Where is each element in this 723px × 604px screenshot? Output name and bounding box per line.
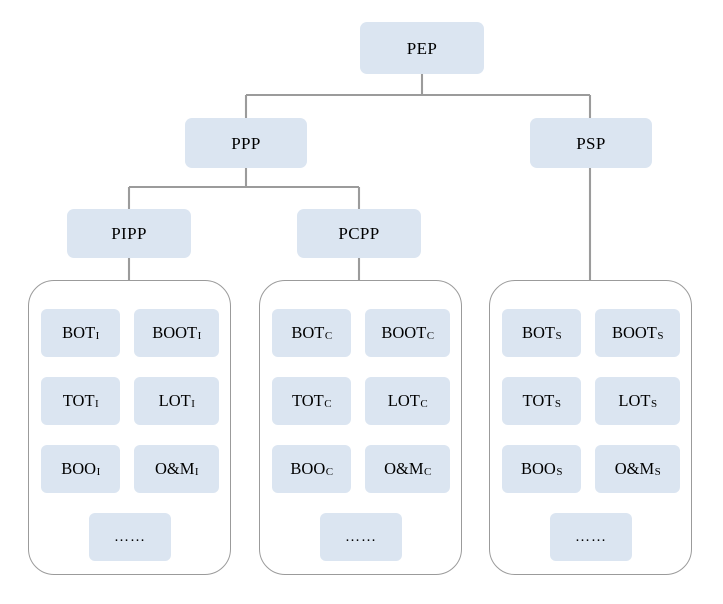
leaf-ellipsis-s-label: …… bbox=[575, 528, 607, 545]
leaf-lot-i-base: LOT bbox=[158, 390, 191, 410]
leaf-tot-c-sub: C bbox=[324, 397, 332, 410]
node-pcpp-label: PCPP bbox=[338, 224, 380, 243]
leaf-tot-i-sub: I bbox=[95, 397, 99, 410]
leaf-om-i-sub: I bbox=[194, 465, 199, 478]
leaf-ellipsis-i[interactable]: …… bbox=[89, 513, 171, 561]
leaf-om-s-base: O&M bbox=[614, 458, 655, 478]
leaf-lot-s-sub: S bbox=[650, 397, 658, 410]
leaf-om-c-sub: C bbox=[424, 465, 432, 478]
node-psp-label: PSP bbox=[576, 133, 606, 153]
leaf-boot-s-sub: S bbox=[657, 329, 664, 342]
leaf-boot-s-base: BOOT bbox=[611, 322, 657, 342]
leaf-lot-s-base: LOT bbox=[618, 390, 651, 410]
leaf-bot-c-sub: C bbox=[324, 329, 333, 342]
node-pep-label: PEP bbox=[406, 38, 438, 58]
leaf-boo-s-base: BOO bbox=[521, 458, 556, 478]
leaf-om-i-base: O&M bbox=[154, 458, 195, 478]
leaf-bot-s-base: BOT bbox=[521, 322, 555, 342]
leaf-lot-c-base: LOT bbox=[387, 390, 420, 410]
leaf-boo-i-base: BOO bbox=[61, 458, 97, 478]
leaf-ellipsis-c-label: …… bbox=[345, 528, 377, 545]
leaf-lot-i-sub: I bbox=[191, 397, 195, 410]
leaf-boot-i-base: BOOT bbox=[152, 322, 198, 342]
node-pcpp[interactable]: PCPP bbox=[297, 209, 421, 258]
leaf-tot-c-base: TOT bbox=[291, 390, 324, 410]
leaf-om-s-sub: S bbox=[654, 465, 661, 478]
leaf-ellipsis-i-label: …… bbox=[114, 528, 146, 545]
leaf-tot-s-sub: S bbox=[554, 397, 561, 410]
leaf-boo-i-sub: I bbox=[96, 465, 101, 478]
node-psp[interactable]: PSP bbox=[530, 118, 652, 168]
node-ppp[interactable]: PPP bbox=[185, 118, 307, 168]
leaf-tot-s-base: TOT bbox=[522, 390, 555, 410]
node-pep[interactable]: PEP bbox=[360, 22, 484, 74]
leaf-boo-c-base: BOO bbox=[290, 458, 326, 478]
leaf-lot-c-sub: C bbox=[420, 397, 428, 410]
leaf-bot-s-sub: S bbox=[555, 329, 562, 342]
leaf-tot-i-base: TOT bbox=[62, 390, 95, 410]
leaf-bot-i-sub: I bbox=[95, 329, 100, 342]
leaf-boot-c-base: BOOT bbox=[381, 322, 427, 342]
node-pipp-label: PIPP bbox=[111, 224, 147, 243]
leaf-boot-i-sub: I bbox=[197, 329, 202, 342]
leaf-boo-s-sub: S bbox=[556, 465, 563, 478]
node-pipp[interactable]: PIPP bbox=[67, 209, 191, 258]
leaf-boot-c-sub: C bbox=[426, 329, 435, 342]
leaf-bot-c-base: BOT bbox=[291, 322, 325, 342]
leaf-ellipsis-s[interactable]: …… bbox=[550, 513, 632, 561]
leaf-ellipsis-c[interactable]: …… bbox=[320, 513, 402, 561]
leaf-om-c-base: O&M bbox=[384, 458, 424, 478]
leaf-bot-i-base: BOT bbox=[62, 322, 96, 342]
node-ppp-label: PPP bbox=[231, 133, 261, 153]
leaf-boo-c-sub: C bbox=[325, 465, 334, 478]
